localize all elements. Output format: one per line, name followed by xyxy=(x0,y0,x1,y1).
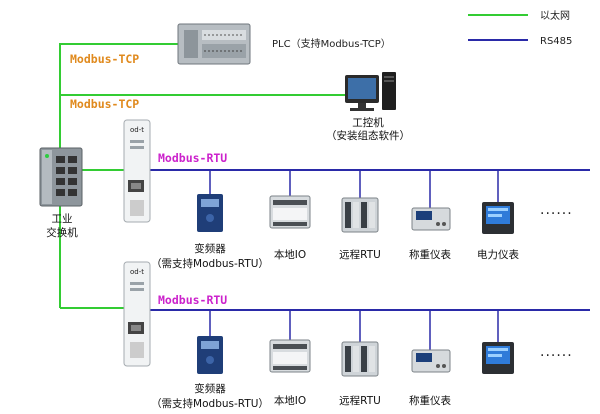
local-io-icon xyxy=(269,339,311,373)
weighing-meter-icon xyxy=(411,349,451,373)
pc-label: 工控机 xyxy=(352,116,384,129)
device-label: 变频器 xyxy=(194,382,226,395)
gateway-brand: od-t xyxy=(130,126,144,134)
gateway-icon: od-t xyxy=(123,119,151,223)
remote-rtu-icon xyxy=(341,197,379,233)
switch-label: 工业 xyxy=(52,213,73,225)
device-label: 本地IO xyxy=(274,248,306,261)
ethernet-lines xyxy=(59,43,345,309)
ellipsis: ...... xyxy=(540,202,573,218)
protocol-label-modbus-rtu: Modbus-RTU xyxy=(158,151,227,165)
power-meter-icon xyxy=(482,202,514,234)
weighing-meter-icon xyxy=(411,207,451,231)
rs485-bus-row2 xyxy=(150,309,590,350)
power-meter-icon xyxy=(482,342,514,374)
device-label: 称重仪表 xyxy=(409,248,451,261)
rs485-bus-row1 xyxy=(150,169,590,208)
local-io-icon xyxy=(269,195,311,229)
device-label: 远程RTU xyxy=(339,249,381,261)
legend: 以太网 RS485 xyxy=(468,9,572,47)
plc-icon xyxy=(177,23,251,65)
legend-rs485-label: RS485 xyxy=(540,36,572,47)
protocol-label-modbus-rtu: Modbus-RTU xyxy=(158,293,227,307)
device-label: 本地IO xyxy=(274,394,306,407)
ethernet-link-plc xyxy=(59,43,178,148)
switch-label-line2: 交换机 xyxy=(46,226,78,239)
remote-rtu-icon xyxy=(341,341,379,377)
protocol-label-modbus-tcp: Modbus-TCP xyxy=(70,52,139,66)
legend-ethernet-label: 以太网 xyxy=(540,9,570,22)
protocol-label-modbus-tcp: Modbus-TCP xyxy=(70,97,139,111)
pc-label-note: （安装组态软件） xyxy=(326,129,410,142)
device-label: 电力仪表 xyxy=(477,248,519,261)
device-label: 称重仪表 xyxy=(409,394,451,407)
gateway-brand: od-t xyxy=(130,268,144,276)
device-label-note: （需支持Modbus-RTU） xyxy=(151,397,269,410)
plc-label: PLC（支持Modbus-TCP） xyxy=(272,37,391,50)
ellipsis: ...... xyxy=(540,344,573,360)
switch-icon xyxy=(39,147,83,207)
device-label-note: （需支持Modbus-RTU） xyxy=(151,257,269,270)
inverter-icon xyxy=(197,194,223,232)
gateway-icon: od-t xyxy=(123,261,151,367)
device-label: 变频器 xyxy=(194,242,226,255)
computer-icon xyxy=(345,72,396,111)
inverter-icon xyxy=(197,336,223,374)
device-label: 远程RTU xyxy=(339,395,381,407)
